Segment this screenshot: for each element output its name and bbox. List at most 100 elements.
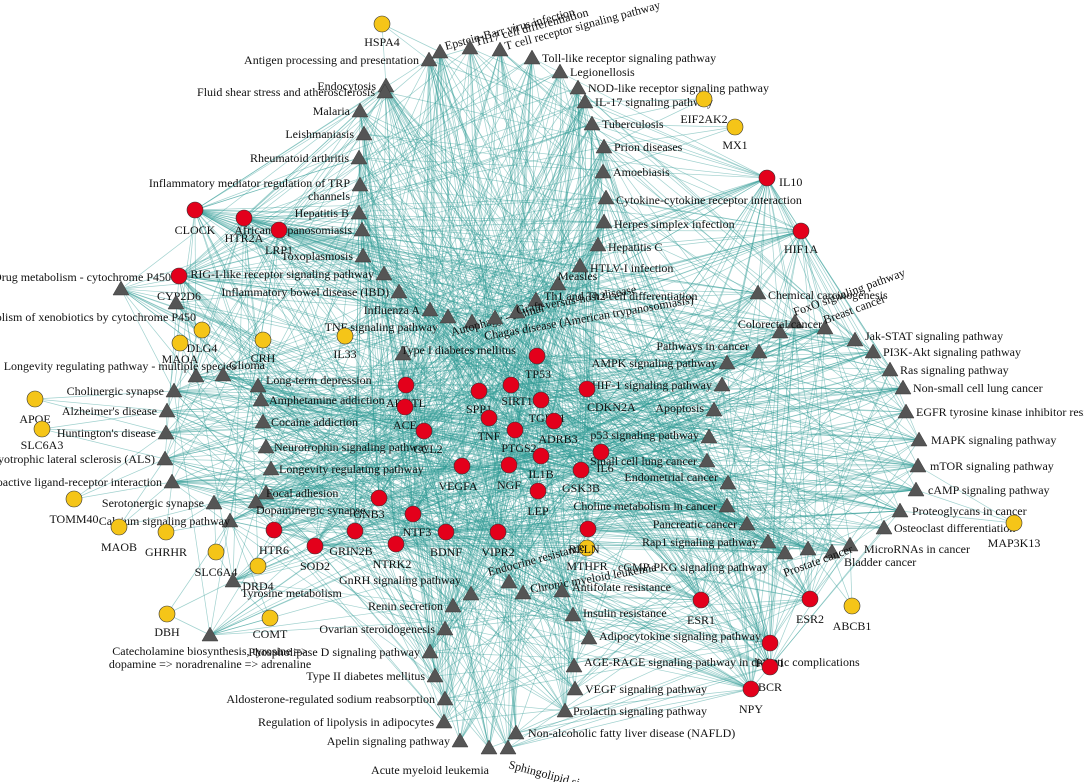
pathway-triangle-icon — [421, 301, 439, 317]
edge — [232, 455, 542, 582]
node-label: HTLV-I infection — [590, 261, 673, 275]
edge — [243, 217, 920, 441]
gene-node-bdnf: BDNF — [430, 523, 462, 559]
edge — [428, 59, 702, 601]
node-label: IL33 — [333, 347, 356, 361]
edge — [557, 283, 589, 530]
node-label: CRH — [251, 351, 276, 365]
gene-circle-icon — [843, 597, 861, 615]
edge — [535, 299, 771, 668]
edge — [378, 321, 473, 499]
pathway-triangle-icon — [355, 125, 373, 141]
pathway-node-antigen: Antigen processing and presentation — [244, 51, 438, 67]
gene-circle-icon — [528, 347, 546, 365]
node-label: mTOR signaling pathway — [930, 459, 1054, 473]
edge — [447, 316, 708, 462]
edge — [257, 384, 512, 387]
edge — [166, 410, 490, 419]
edge — [423, 430, 710, 438]
edge — [354, 291, 400, 532]
node-label: Pathways in cancer — [656, 339, 749, 353]
pathway-node-catechol: Catecholamine biosynthesis, tyrosine =>d… — [109, 626, 311, 671]
edge — [404, 384, 723, 408]
edge — [395, 311, 518, 545]
edge — [358, 212, 447, 533]
edge — [385, 85, 771, 668]
edge — [591, 98, 705, 125]
edge — [363, 133, 538, 357]
edge — [178, 275, 575, 667]
edge — [459, 388, 588, 742]
gene-circle-icon — [532, 447, 550, 465]
edge — [178, 275, 472, 595]
edge — [243, 197, 607, 219]
gene-node-mx1: MX1 — [722, 118, 748, 152]
edge — [395, 197, 607, 545]
edge — [265, 384, 512, 494]
edge — [497, 482, 729, 533]
edge — [178, 171, 604, 277]
edge — [447, 316, 490, 419]
gene-circle-icon — [726, 118, 744, 136]
gene-circle-icon — [26, 390, 44, 408]
edge — [232, 390, 480, 582]
edge — [378, 497, 472, 595]
edge — [478, 390, 509, 749]
edge — [164, 230, 802, 460]
edge — [499, 49, 874, 353]
edge — [171, 455, 542, 483]
edge — [178, 47, 471, 277]
edge — [118, 458, 166, 528]
node-label: Toll-like receptor signaling pathway — [542, 51, 716, 65]
edge — [265, 299, 537, 448]
edge — [603, 221, 811, 600]
edge — [412, 513, 472, 595]
pathway-triangle-icon — [527, 291, 545, 307]
edge — [383, 273, 463, 467]
edge — [358, 212, 480, 392]
edge — [265, 420, 555, 494]
edge — [507, 265, 581, 749]
edge — [361, 229, 510, 466]
edge — [445, 531, 574, 616]
pathway-triangle-icon — [354, 247, 372, 263]
gene-circle-icon — [110, 518, 128, 536]
node-label: CCL2 — [413, 442, 442, 456]
pathway-triangle-icon — [491, 41, 509, 57]
edge — [444, 528, 589, 630]
edge — [260, 399, 602, 453]
edge — [278, 229, 364, 257]
edge — [700, 510, 901, 601]
edge — [243, 217, 537, 301]
edge — [602, 171, 771, 644]
edge — [478, 390, 809, 550]
edge — [412, 387, 904, 515]
edge — [488, 417, 524, 594]
edge — [213, 384, 512, 504]
edge — [255, 501, 811, 600]
node-label: Measles — [558, 269, 598, 283]
edge — [270, 455, 542, 470]
edge — [540, 292, 759, 401]
pathway-triangle-icon — [353, 221, 371, 237]
edge — [510, 384, 576, 690]
node-label: GRIN2B — [329, 544, 372, 558]
node-label: Choline metabolism in cancer — [573, 499, 717, 513]
edge — [385, 85, 602, 453]
edge — [605, 197, 802, 232]
edge — [849, 510, 901, 546]
edge — [423, 430, 436, 677]
edge — [800, 230, 904, 389]
edge — [358, 157, 702, 601]
edge — [429, 451, 602, 653]
node-label: Hepatitis C — [608, 240, 662, 254]
edge — [278, 229, 445, 723]
edge — [229, 417, 490, 522]
edge — [194, 209, 197, 377]
edge — [213, 497, 380, 504]
edge — [243, 217, 759, 294]
pathway-triangle-icon — [421, 643, 439, 659]
edge — [750, 321, 796, 690]
pathway-triangle-icon — [486, 309, 504, 325]
node-label: Rheumatoid arthritis — [250, 151, 349, 165]
